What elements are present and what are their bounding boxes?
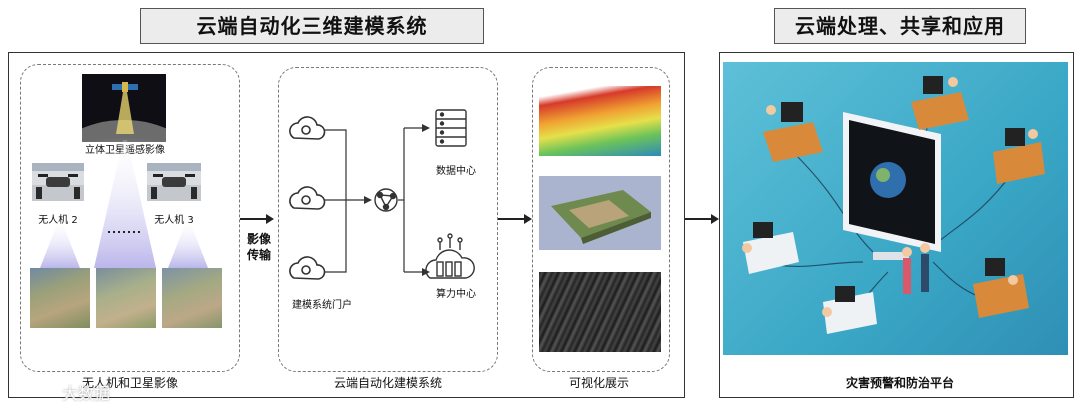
data-center-label: 数据中心 <box>436 166 476 177</box>
to-platform-arrow <box>685 214 719 224</box>
sensor-beams <box>40 140 208 268</box>
workstation-icon <box>973 258 1029 318</box>
workstation-icon <box>911 76 969 130</box>
transfer-arrow <box>240 214 274 224</box>
drone-3-label: 无人机 3 <box>154 215 194 226</box>
drone-3-image <box>147 163 201 201</box>
workstation-icon <box>742 222 799 274</box>
satellite-image <box>82 74 166 142</box>
drone-2-label: 无人机 2 <box>38 215 78 226</box>
compute-cloud-icon <box>425 233 475 279</box>
modeling-diagram <box>289 109 475 280</box>
elevation-map-image <box>539 86 661 156</box>
cloud-icon <box>289 116 326 140</box>
server-rack-icon <box>435 109 467 147</box>
watermark: 大数据 <box>61 384 110 403</box>
portal-label: 建模系统门户 <box>292 300 352 311</box>
acquisition-caption: 无人机和卫星影像 <box>81 376 178 390</box>
network-hub-icon <box>374 188 398 212</box>
modeling-caption: 云端自动化建模系统 <box>333 376 442 390</box>
workstation-icon <box>822 286 877 334</box>
ground-image-3 <box>162 268 222 328</box>
workstation-icon <box>993 128 1045 184</box>
ground-image-1 <box>30 268 90 328</box>
visualization-caption: 可视化展示 <box>568 376 629 390</box>
transfer-label-line2: 传输 <box>246 248 271 262</box>
hillshade-image <box>539 272 661 352</box>
modeling-to-visual-arrow <box>498 214 532 224</box>
cloud-icon <box>289 186 326 210</box>
cloud-icon <box>289 256 326 280</box>
central-monitor-icon <box>843 112 941 260</box>
right-section-title: 云端处理、共享和应用 <box>774 8 1026 44</box>
platform-illustration <box>723 62 1068 355</box>
ground-image-2 <box>96 268 156 328</box>
acquisition-group <box>20 64 240 372</box>
left-section-title: 云端自动化三维建模系统 <box>140 8 484 44</box>
workstation-icon <box>763 102 823 162</box>
drone-2-image <box>32 163 84 201</box>
modeling-group <box>278 67 498 372</box>
terrain-model-image <box>539 176 661 250</box>
platform-caption: 灾害预警和防治平台 <box>845 376 954 390</box>
compute-center-label: 算力中心 <box>436 289 476 300</box>
visualization-group <box>532 67 670 372</box>
transfer-label-line1: 影像 <box>246 232 271 246</box>
